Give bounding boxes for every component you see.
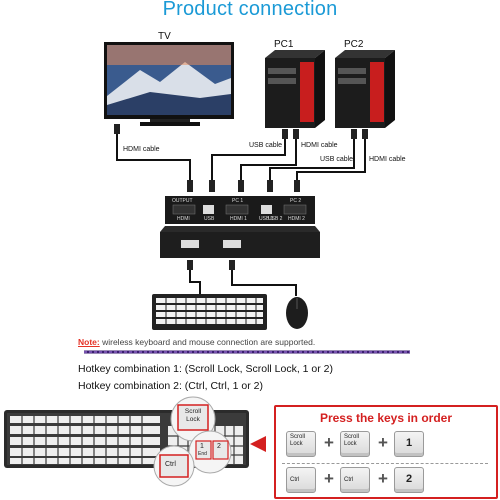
port-usb-label: USB <box>204 216 215 222</box>
pc1-label: PC1 <box>274 39 294 50</box>
pc2-cables <box>269 137 366 182</box>
usb-connector-icon <box>209 180 215 192</box>
port-usb1-label: USB 1 <box>259 216 274 222</box>
key-2-highlight <box>212 440 229 460</box>
row2-ctrl-key-2: Ctrl <box>340 467 370 493</box>
hdmi-connector-icon <box>238 180 244 192</box>
pc2-icon <box>335 50 395 128</box>
usb-connector-icon <box>282 129 288 139</box>
hotkey-combination-1: Hotkey combination 1: (Scroll Lock, Scro… <box>78 363 334 375</box>
scroll-lock-key-highlight <box>177 404 209 431</box>
row1-scroll-lock-key-2: Scroll Lock <box>340 431 370 457</box>
key-1-label: 1 <box>200 443 204 450</box>
key-order-title: Press the keys in order <box>319 411 453 425</box>
row1-scroll-lock-key: Scroll Lock <box>286 431 316 457</box>
note-prefix: Note: <box>78 337 100 347</box>
key-end-label: End <box>198 451 207 457</box>
hdmi-connector-icon <box>114 124 120 134</box>
pc2-label: PC2 <box>344 39 364 50</box>
port-output-label: OUTPUT <box>172 198 193 204</box>
port-hdmi-label: HDMI <box>177 216 190 222</box>
note-body: wireless keyboard and mouse connection a… <box>99 337 316 347</box>
usb-connector-icon <box>351 129 357 139</box>
usb-connector-icon <box>267 180 273 192</box>
plus-icon: + <box>378 433 388 452</box>
pc1-icon <box>265 50 325 128</box>
pc1-hdmi-cable-label: HDMI cable <box>301 142 338 149</box>
kvm-switch-back <box>165 196 315 224</box>
pc1-usb-cable-label: USB cable <box>249 142 283 149</box>
port-pc1-label: PC 1 <box>232 198 244 204</box>
key-2-label: 2 <box>217 443 221 450</box>
plus-icon: + <box>324 469 334 488</box>
arrow-icon <box>250 436 266 452</box>
ctrl-key-label: Ctrl <box>165 461 176 468</box>
row2-ctrl-key: Ctrl <box>286 467 316 493</box>
key-1-highlight <box>195 440 212 460</box>
port-usb2-label: USB 2 <box>268 216 283 222</box>
usb-connector-icon <box>187 260 193 270</box>
pc2-usb-cable-label: USB cable <box>320 156 354 163</box>
kvm-switch-front <box>160 226 320 258</box>
pc1-cables <box>211 137 297 182</box>
keyboard-icon <box>152 294 267 330</box>
port-hdmi1-label: HDMI 1 <box>230 216 247 222</box>
usb-connector-icon <box>229 260 235 270</box>
tv-icon <box>104 42 234 126</box>
pc2-hdmi-cable-label: HDMI cable <box>369 156 406 163</box>
port-pc2-label: PC 2 <box>290 198 302 204</box>
note-text: Note: wireless keyboard and mouse connec… <box>78 337 315 347</box>
hdmi-connector-icon <box>187 180 193 192</box>
ctrl-key-highlight <box>159 454 189 478</box>
hotkey-combination-2: Hotkey combination 2: (Ctrl, Ctrl, 1 or … <box>78 380 263 392</box>
tv-hdmi-cable-label: HDMI cable <box>123 146 160 153</box>
plus-icon: + <box>378 469 388 488</box>
row1-key-1: 1 <box>394 431 424 457</box>
hdmi-connector-icon <box>294 180 300 192</box>
port-hdmi2-label: HDMI 2 <box>288 216 305 222</box>
hdmi-connector-icon <box>293 129 299 139</box>
key-order-panel: Press the keys in order Scroll Lock + Sc… <box>274 405 498 499</box>
tv-label: TV <box>158 31 171 42</box>
page-title: Product connection <box>162 0 338 20</box>
mouse-icon <box>286 297 308 329</box>
row-divider <box>282 463 488 464</box>
row2-key-2: 2 <box>394 467 424 493</box>
tv-hdmi-cable <box>116 132 191 182</box>
plus-icon: + <box>324 433 334 452</box>
scroll-lock-key-label: Scroll Lock <box>184 408 202 423</box>
peripheral-cables <box>189 270 297 296</box>
hdmi-connector-icon <box>362 129 368 139</box>
